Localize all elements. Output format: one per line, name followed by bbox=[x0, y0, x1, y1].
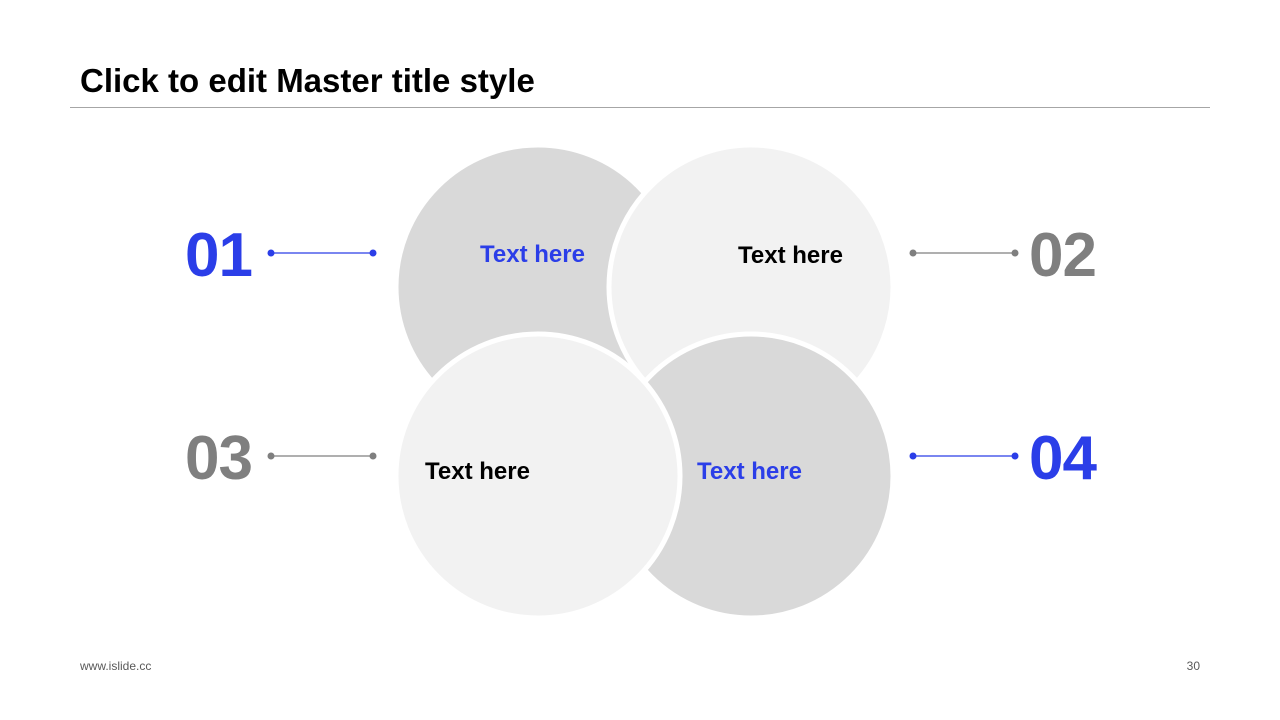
page-number: 30 bbox=[1186, 659, 1200, 673]
slide-title[interactable]: Click to edit Master title style bbox=[80, 62, 535, 99]
circle-03[interactable] bbox=[393, 331, 683, 621]
connector-04 bbox=[909, 452, 1019, 460]
connector-02 bbox=[909, 249, 1019, 257]
circle-label-03[interactable]: Text here bbox=[425, 458, 530, 485]
footer-website: www.islide.cc bbox=[80, 659, 152, 673]
number-02[interactable]: 02 bbox=[1029, 221, 1097, 290]
number-01[interactable]: 01 bbox=[185, 221, 253, 290]
circle-label-01[interactable]: Text here bbox=[480, 241, 585, 268]
number-04[interactable]: 04 bbox=[1029, 424, 1097, 493]
circle-label-02[interactable]: Text here bbox=[738, 242, 843, 269]
title-divider bbox=[70, 107, 1210, 108]
circle-label-04[interactable]: Text here bbox=[697, 458, 802, 485]
number-03[interactable]: 03 bbox=[185, 424, 253, 493]
connector-01 bbox=[267, 249, 377, 257]
connector-03 bbox=[267, 452, 377, 460]
